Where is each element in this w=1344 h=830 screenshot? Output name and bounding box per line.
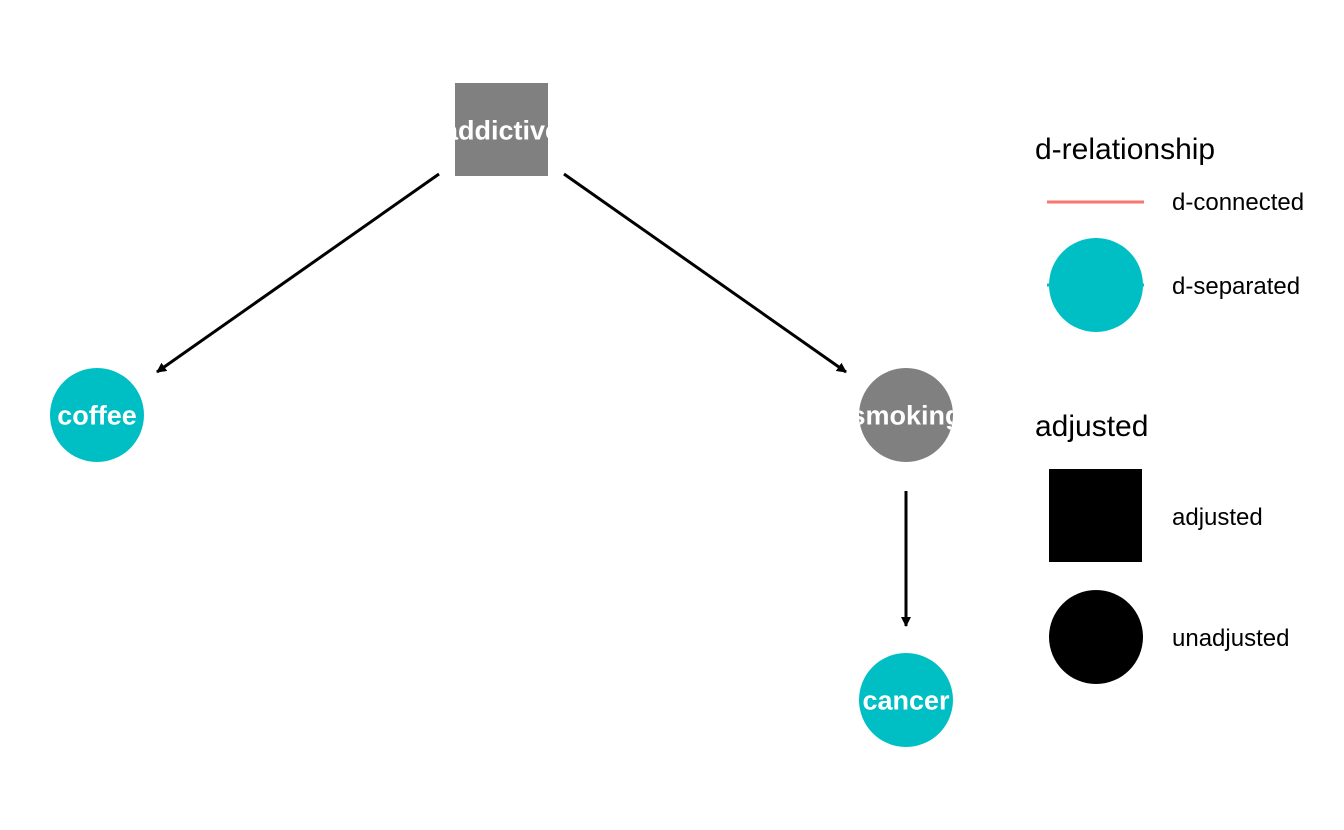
node-cancer-shape: [859, 653, 953, 747]
node-smoking-shape: [859, 368, 953, 462]
node-smoking-label: smoking: [850, 401, 961, 431]
node-cancer-label: cancer: [862, 686, 950, 716]
node-cancer: cancer: [859, 653, 953, 747]
legend-adjusted-label: adjusted: [1172, 504, 1263, 531]
legend-d-relationship-title: d-relationship: [1035, 133, 1215, 166]
node-smoking: smoking: [850, 368, 961, 462]
node-coffee-shape: [50, 368, 144, 462]
legend-d-connected-label: d-connected: [1172, 189, 1304, 216]
legend-adjusted: adjusted adjusted unadjusted: [1035, 410, 1289, 684]
legend-d-relationship: d-relationship d-connected d-separated: [1035, 133, 1304, 332]
legend-unadjusted-label: unadjusted: [1172, 625, 1289, 652]
node-addictive: addictive: [443, 83, 560, 176]
legend-d-separated-label: d-separated: [1172, 273, 1300, 300]
node-addictive-shape: [455, 83, 548, 176]
legend-adjusted-title: adjusted: [1035, 410, 1148, 443]
legend-d-separated-key: [1049, 238, 1143, 332]
legend-unadjusted-circle-key: [1049, 590, 1143, 684]
node-addictive-label: addictive: [443, 116, 560, 146]
node-coffee: coffee: [50, 368, 144, 462]
edge-addictive-smoking: [563, 172, 847, 374]
edges-group: [156, 172, 911, 627]
edge-addictive-coffee: [156, 172, 440, 374]
node-coffee-label: coffee: [57, 401, 137, 431]
legend-adjusted-square-key: [1049, 469, 1142, 562]
